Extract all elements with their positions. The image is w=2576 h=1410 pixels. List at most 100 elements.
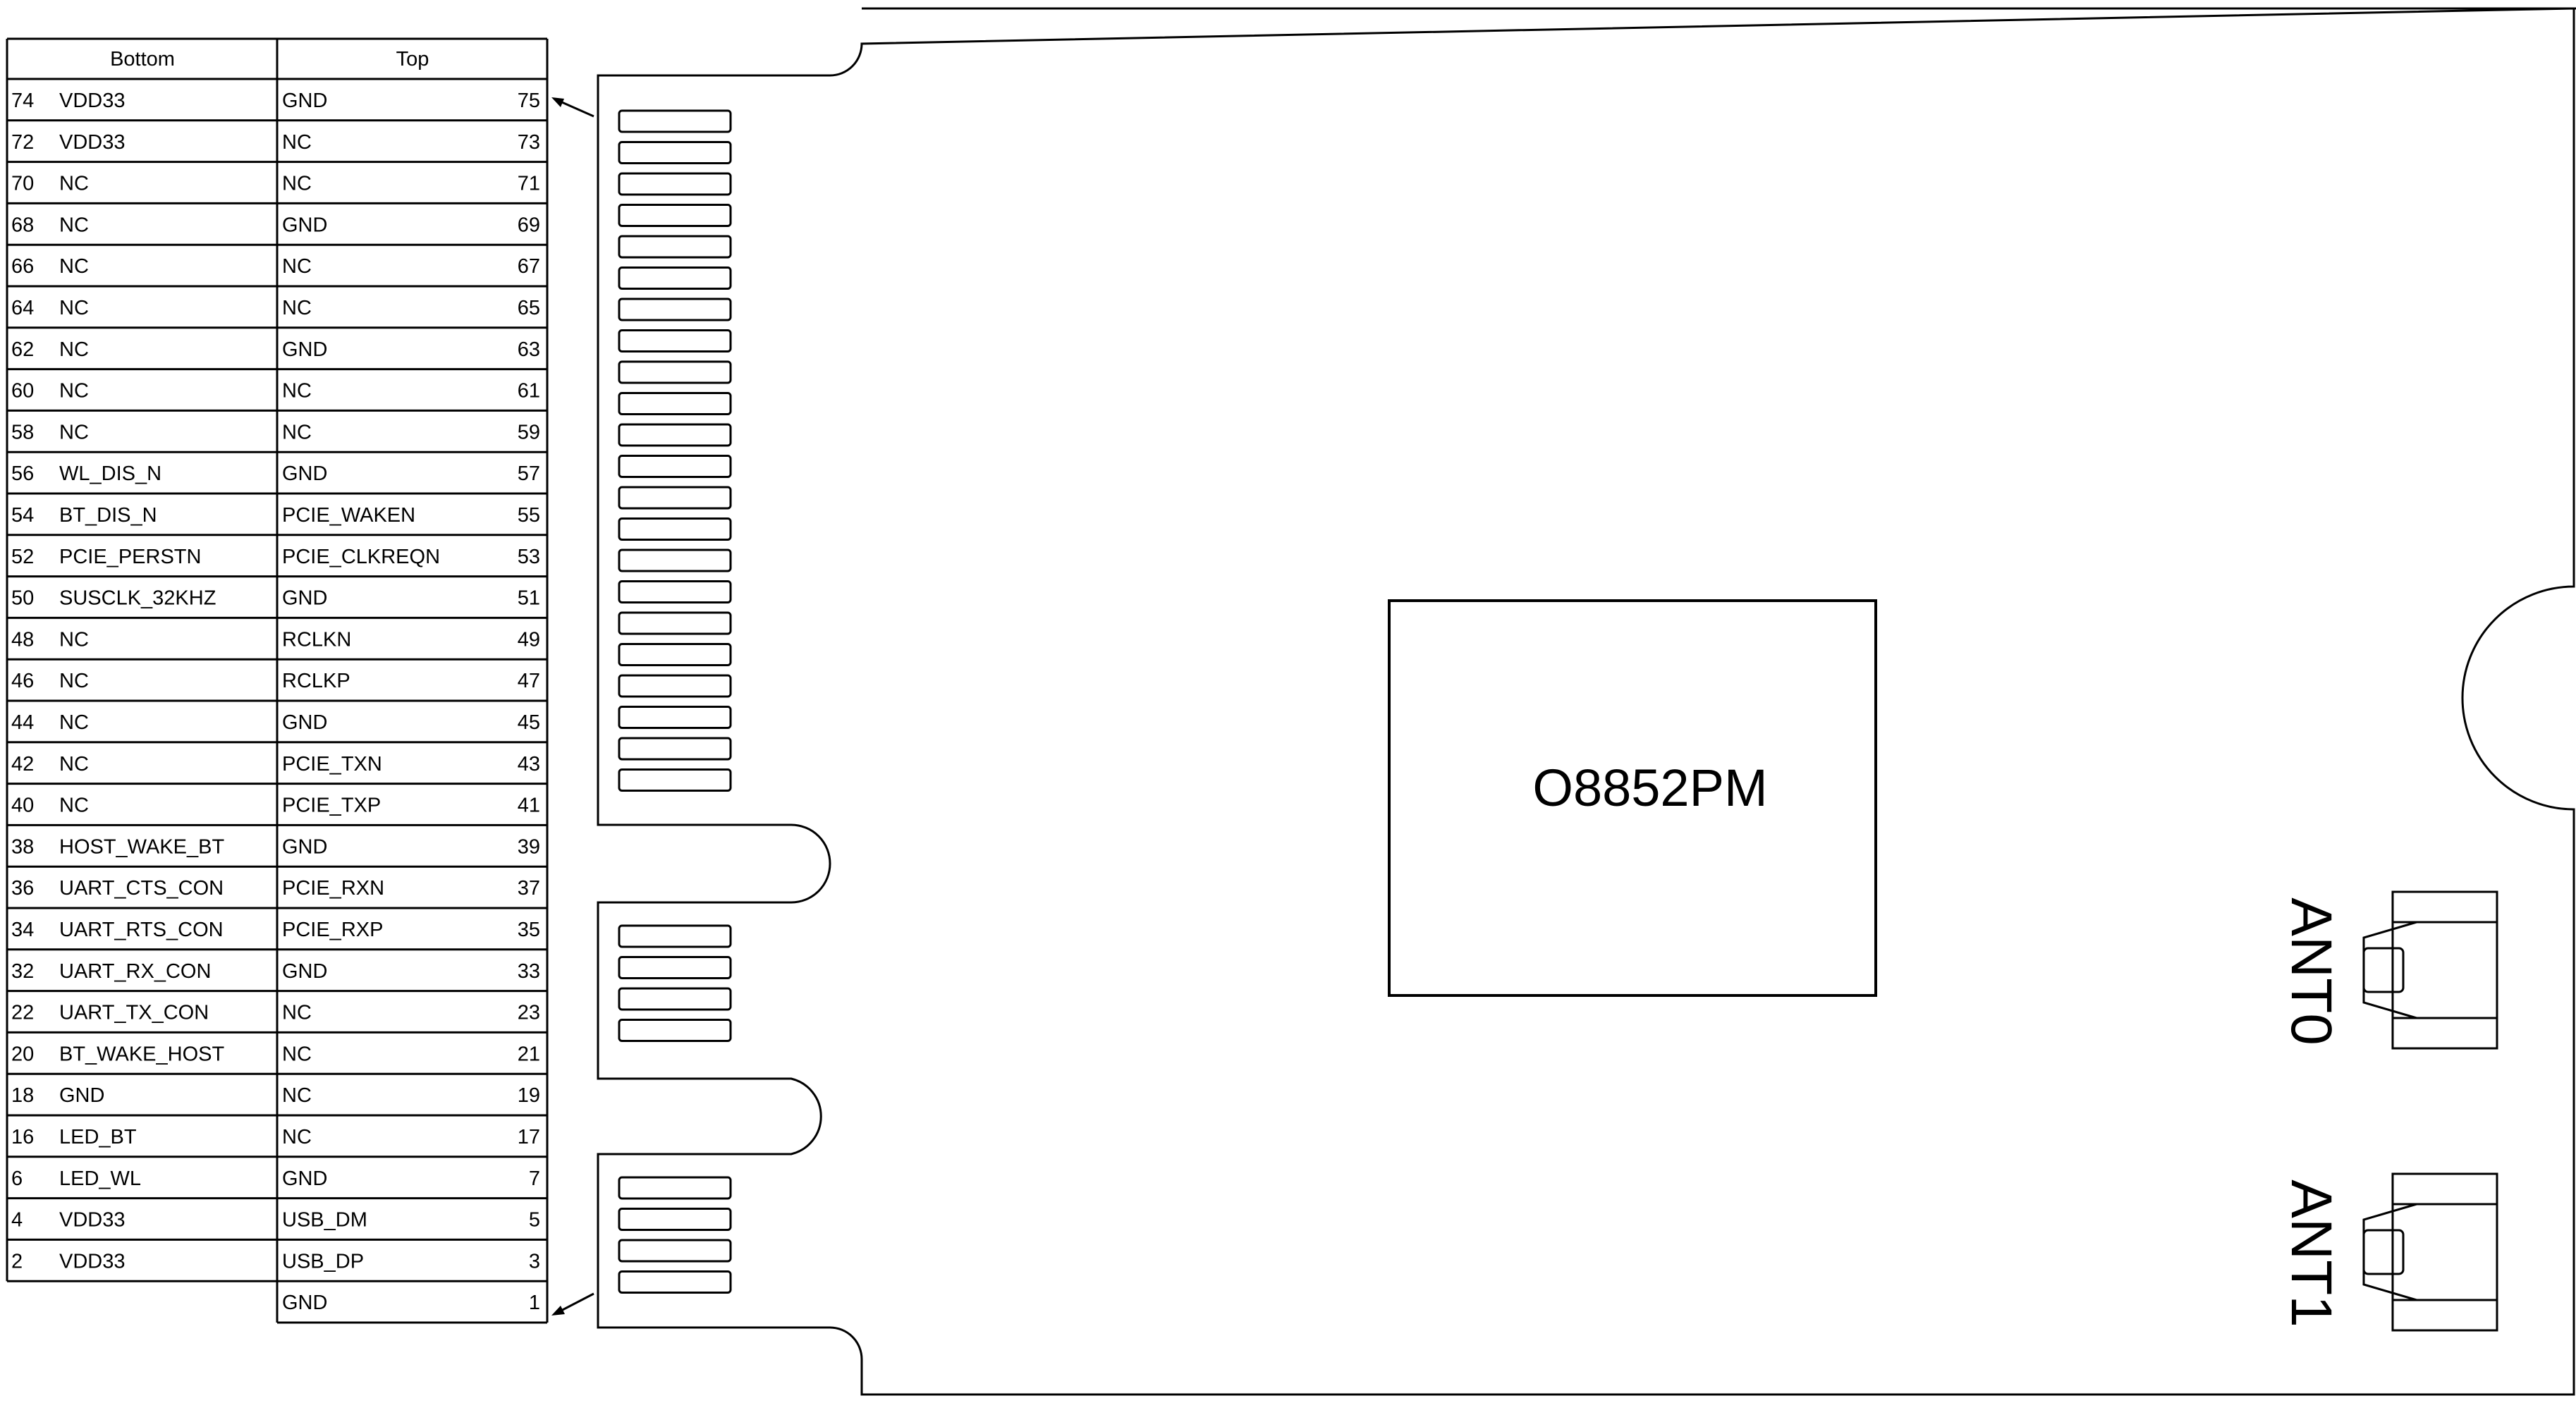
bottom-signal: SUSCLK_32KHZ (59, 587, 216, 610)
bottom-signal: NC (59, 421, 89, 443)
bottom-header: Bottom (110, 48, 175, 70)
top-signal: NC (282, 1002, 312, 1024)
contact-pad (618, 172, 732, 196)
bottom-pin-number: 4 (11, 1209, 23, 1232)
top-signal: USB_DP (282, 1250, 364, 1273)
top-pin-number: 63 (518, 338, 540, 361)
top-pin-number: 3 (529, 1250, 540, 1273)
top-pin-number: 47 (518, 670, 540, 692)
bottom-pin-number: 6 (11, 1167, 23, 1190)
ant1-label: ANT1 (2279, 1179, 2343, 1328)
pin-arrows (551, 97, 594, 1316)
top-pin-number: 43 (518, 753, 540, 776)
top-signal: NC (282, 255, 312, 278)
bottom-pin-number: 20 (11, 1043, 34, 1065)
top-signal: NC (282, 1126, 312, 1148)
bottom-pin-number: 46 (11, 670, 34, 692)
ant0-receptacle (2362, 921, 2417, 1019)
top-signal: GND (282, 587, 327, 610)
contact-pad (618, 1176, 732, 1200)
chip: O8852PM (1388, 599, 1877, 997)
bottom-signal: LED_WL (59, 1167, 141, 1190)
bottom-pin-number: 34 (11, 919, 34, 941)
top-pin-number: 35 (518, 919, 540, 941)
contact-pad (618, 329, 732, 352)
card-outline (597, 7, 2576, 1396)
bottom-pin-number: 64 (11, 297, 34, 319)
bottom-signal: NC (59, 628, 89, 651)
top-pin-number: 5 (529, 1209, 540, 1232)
bottom-signal: UART_RTS_CON (59, 919, 224, 941)
contact-pad (618, 1270, 732, 1294)
bottom-signal: UART_TX_CON (59, 1002, 209, 1024)
top-signal: GND (282, 960, 327, 983)
bottom-signal: NC (59, 255, 89, 278)
antenna-connector-1: ANT1 (2279, 1172, 2498, 1332)
bottom-signal: LED_BT (59, 1126, 137, 1148)
contact-pad (618, 423, 732, 447)
bottom-pin-number: 54 (11, 504, 34, 527)
bottom-pin-number: 74 (11, 90, 34, 112)
bottom-signal: NC (59, 711, 89, 734)
contact-pad (618, 1019, 732, 1042)
contact-pad (618, 1239, 732, 1263)
top-signal: RCLKN (282, 628, 351, 651)
ant0-inner (2391, 921, 2498, 1019)
ant0-pin (2362, 947, 2405, 993)
bottom-signal: BT_WAKE_HOST (59, 1043, 224, 1065)
top-pin-number: 65 (518, 297, 540, 319)
bottom-signal: NC (59, 795, 89, 817)
ant0-outer (2391, 890, 2498, 1050)
ant1-pin (2362, 1229, 2405, 1275)
top-pin-number: 45 (518, 711, 540, 734)
bottom-pin-number: 48 (11, 628, 34, 651)
top-pin-number: 71 (518, 173, 540, 195)
contact-pad (618, 737, 732, 761)
contact-pad (618, 768, 732, 792)
bottom-signal: VDD33 (59, 1250, 126, 1273)
contact-pad (618, 580, 732, 603)
bottom-signal: NC (59, 670, 89, 692)
top-pin-number: 37 (518, 877, 540, 900)
top-signal: NC (282, 173, 312, 195)
top-signal: PCIE_TXP (282, 795, 381, 817)
top-signal: GND (282, 1292, 327, 1314)
top-pin-number: 41 (518, 795, 540, 817)
bottom-pin-number: 18 (11, 1084, 34, 1107)
bottom-pin-number: 52 (11, 546, 34, 568)
bottom-signal: UART_CTS_CON (59, 877, 224, 900)
chip-body (1388, 599, 1877, 997)
contact-pad (618, 611, 732, 635)
bottom-pin-number: 66 (11, 255, 34, 278)
top-pin-number: 23 (518, 1002, 540, 1024)
arrow-pin-1 (556, 1292, 594, 1314)
top-signal: GND (282, 835, 327, 858)
top-pin-number: 69 (518, 214, 540, 236)
contact-pad (618, 109, 732, 133)
bottom-pin-number: 70 (11, 173, 34, 195)
top-signal: NC (282, 1084, 312, 1107)
top-pin-number: 33 (518, 960, 540, 983)
bottom-pin-number: 44 (11, 711, 34, 734)
bottom-pin-number: 38 (11, 835, 34, 858)
top-pin-number: 61 (518, 380, 540, 403)
top-pin-number: 75 (518, 90, 540, 112)
top-pin-number: 7 (529, 1167, 540, 1190)
contact-pad (618, 1208, 732, 1231)
bottom-pin-number: 60 (11, 380, 34, 403)
